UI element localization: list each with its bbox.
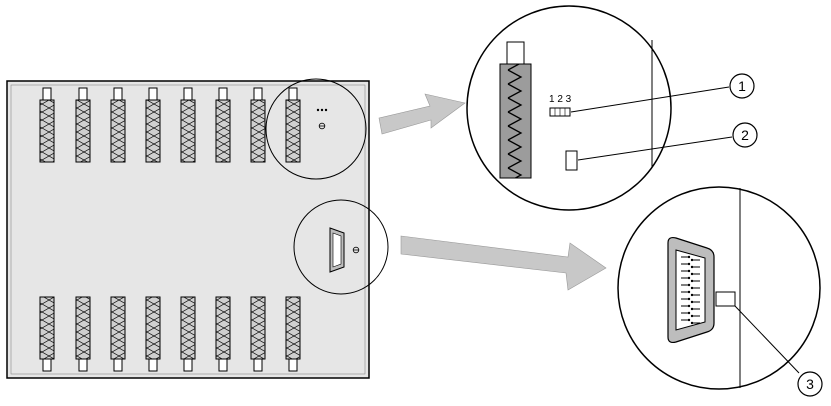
callout-leader-3 [734, 305, 800, 374]
jumper-icon [549, 107, 571, 117]
highlight-circle-middle [293, 199, 389, 295]
connector-icon [75, 296, 91, 372]
jumper-pin-labels: 1 2 3 [549, 94, 572, 105]
switch-icon [565, 150, 578, 171]
callout-2-label: 2 [741, 127, 749, 143]
board-scart-port [329, 227, 360, 273]
zoom-arrow-top [378, 93, 466, 135]
callout-3-label: 3 [806, 376, 814, 392]
scart-port-icon [667, 236, 715, 344]
connector-icon [110, 296, 126, 372]
zoom-circle-scart [617, 186, 821, 390]
connector-icon [215, 87, 231, 163]
connector-icon [215, 296, 231, 372]
connector-icon [250, 87, 266, 163]
connector-icon [250, 296, 266, 372]
connector-icon [39, 87, 55, 163]
board-jumper-marker [316, 108, 328, 130]
connector-icon [285, 296, 301, 372]
callout-3: 3 [797, 371, 823, 397]
bottom-connector-row [39, 296, 301, 372]
callout-1-label: 1 [738, 78, 746, 94]
zoom-arrow-bottom [400, 235, 607, 291]
callout-leader-2 [577, 136, 733, 161]
connector-icon [39, 296, 55, 372]
top-connector-row [39, 87, 301, 163]
ribbon-connector-icon [499, 41, 532, 179]
highlight-circle-top [265, 78, 367, 180]
connector-icon [285, 87, 301, 163]
connector-icon [75, 87, 91, 163]
callout-1: 1 [729, 73, 755, 99]
callout-2: 2 [732, 122, 758, 148]
zoom-circle-jumper: 1 2 3 [466, 5, 672, 211]
scart-switch-marker [715, 291, 736, 307]
callout-leader-1 [570, 86, 730, 113]
connector-icon [110, 87, 126, 163]
connector-icon [145, 296, 161, 372]
connector-icon [180, 87, 196, 163]
connector-icon [145, 87, 161, 163]
connector-icon [180, 296, 196, 372]
